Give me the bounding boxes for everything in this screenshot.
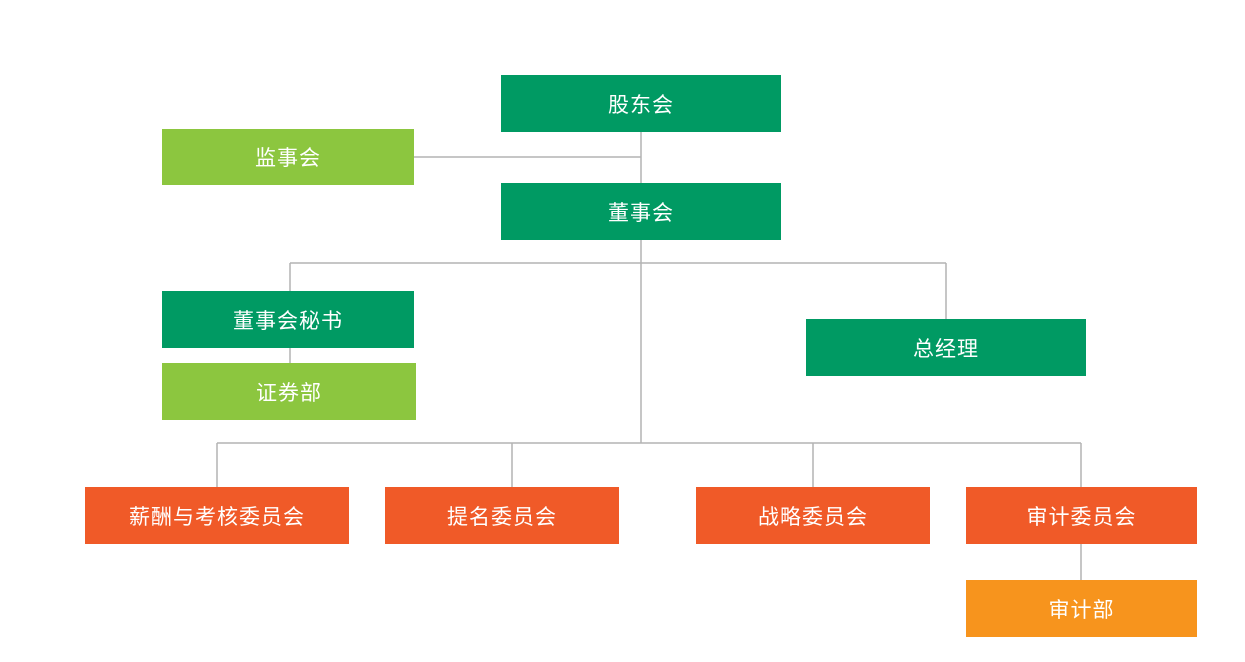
audit-committee-box: 审计委员会 [966, 487, 1197, 544]
shareholders-meeting-label: 股东会 [608, 92, 674, 117]
shareholders-meeting-box: 股东会 [501, 75, 781, 132]
supervisory-board-box: 监事会 [162, 129, 414, 185]
compensation-committee-label: 薪酬与考核委员会 [129, 504, 305, 529]
board-secretary-label: 董事会秘书 [233, 308, 343, 333]
general-manager-box: 总经理 [806, 319, 1086, 376]
board-of-directors-box: 董事会 [501, 183, 781, 240]
board-of-directors-label: 董事会 [608, 200, 674, 225]
securities-dept-box: 证券部 [162, 363, 416, 420]
audit-committee-label: 审计委员会 [1026, 504, 1137, 529]
compensation-committee-box: 薪酬与考核委员会 [85, 487, 349, 544]
nomination-committee-box: 提名委员会 [385, 487, 619, 544]
securities-dept-label: 证券部 [256, 380, 322, 405]
board-secretary-box: 董事会秘书 [162, 291, 414, 348]
audit-dept-box: 审计部 [966, 580, 1197, 637]
general-manager-label: 总经理 [913, 336, 979, 361]
strategy-committee-box: 战略委员会 [696, 487, 930, 544]
strategy-committee-label: 战略委员会 [758, 504, 868, 529]
supervisory-board-label: 监事会 [255, 146, 321, 170]
nomination-committee-label: 提名委员会 [447, 504, 557, 529]
audit-dept-label: 审计部 [1048, 597, 1115, 622]
